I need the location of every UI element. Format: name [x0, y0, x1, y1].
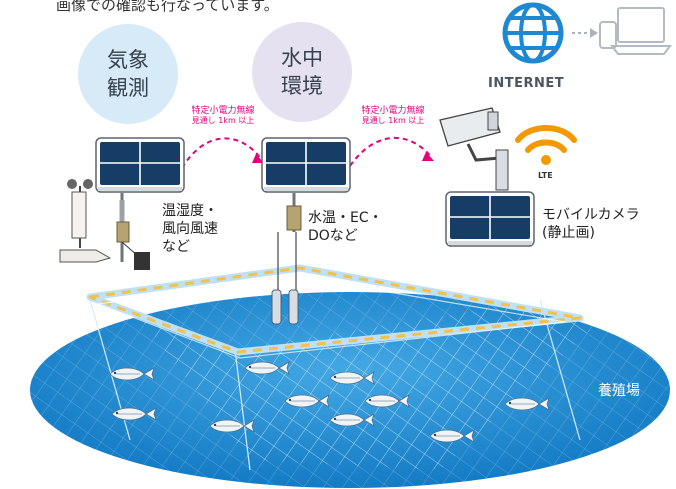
water-bubble — [252, 22, 352, 122]
security-camera-icon — [439, 107, 509, 191]
water-sensor-label-2: DOなど — [308, 228, 358, 244]
weather-bubble — [78, 24, 178, 124]
internet-label: INTERNET — [488, 76, 565, 91]
camera-label-2: (静止画) — [542, 225, 595, 241]
water-sensor-icon — [271, 289, 299, 325]
radio-arc-2 — [349, 136, 433, 167]
radio-link-1-title: 特定小電力無線 — [191, 106, 255, 116]
sea-area — [30, 292, 670, 488]
smartphone-icon — [599, 21, 617, 49]
solar-panel-icon — [445, 191, 535, 247]
laptop-icon — [610, 7, 672, 55]
water-station — [261, 137, 351, 325]
anemometer-icon — [59, 179, 112, 263]
water-bubble-line-1: 水中 — [281, 46, 323, 70]
cut-off-caption: 画像での確認も行なっています。 — [56, 0, 279, 14]
weather-station — [59, 137, 185, 270]
radio-link-2-range: 見通し 1km 以上 — [361, 116, 425, 125]
lte-label: LTE — [538, 171, 553, 180]
radio-link-1-range: 見通し 1km 以上 — [191, 116, 255, 125]
radio-arc-1 — [181, 137, 263, 169]
weather-bubble-line-1: 気象 — [107, 48, 149, 72]
water-sensor-label-1: 水温・EC・ — [308, 210, 383, 226]
water-bubble-line-2: 環境 — [281, 74, 323, 98]
weather-sensor-label-3: など — [162, 239, 190, 255]
weather-sensor-label-2: 風向風速 — [162, 221, 218, 237]
fish-cage-frame — [86, 264, 584, 359]
camera-station — [439, 107, 535, 247]
globe-icon — [502, 2, 564, 64]
wifi-icon — [515, 125, 577, 165]
solar-panel-icon — [261, 137, 351, 193]
radio-arc-2-arrow — [422, 152, 434, 161]
weather-sensor-label-1: 温湿度・ — [162, 203, 218, 219]
camera-label-1: モバイルカメラ — [542, 207, 640, 223]
fish-farm-label: 養殖場 — [598, 383, 640, 399]
weather-bubble-line-2: 観測 — [107, 76, 149, 100]
radio-link-2-title: 特定小電力無線 — [361, 106, 425, 116]
radio-arc-1-arrow — [252, 154, 264, 163]
solar-panel-icon — [95, 137, 185, 193]
